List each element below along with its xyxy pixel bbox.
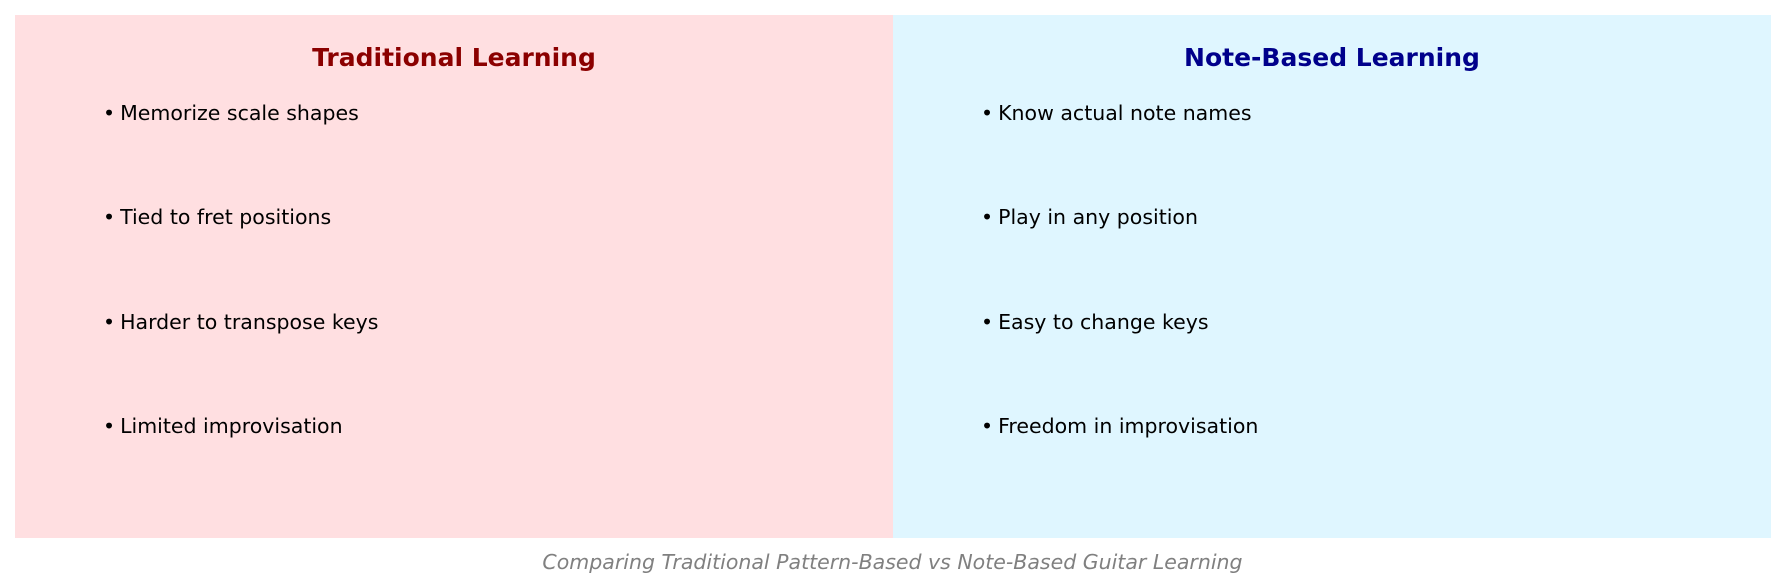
list-item: •Play in any position bbox=[981, 207, 1198, 228]
list-item: •Tied to fret positions bbox=[103, 207, 331, 228]
bullet-icon: • bbox=[981, 310, 994, 334]
bullet-icon: • bbox=[103, 101, 116, 125]
bullet-icon: • bbox=[103, 310, 116, 334]
note-based-learning-title: Note-Based Learning bbox=[1184, 43, 1480, 72]
list-item-text: Tied to fret positions bbox=[120, 205, 332, 229]
list-item-text: Know actual note names bbox=[998, 101, 1252, 125]
list-item-text: Play in any position bbox=[998, 205, 1198, 229]
bullet-icon: • bbox=[981, 414, 994, 438]
traditional-learning-panel: Traditional Learning •Memorize scale sha… bbox=[15, 15, 893, 538]
note-based-learning-panel: Note-Based Learning •Know actual note na… bbox=[893, 15, 1771, 538]
list-item-text: Easy to change keys bbox=[998, 310, 1209, 334]
list-item: •Memorize scale shapes bbox=[103, 103, 359, 124]
bullet-icon: • bbox=[103, 205, 116, 229]
bullet-icon: • bbox=[981, 205, 994, 229]
list-item-text: Memorize scale shapes bbox=[120, 101, 359, 125]
list-item: •Freedom in improvisation bbox=[981, 416, 1258, 437]
list-item: •Limited improvisation bbox=[103, 416, 343, 437]
traditional-learning-title: Traditional Learning bbox=[312, 43, 596, 72]
list-item: •Harder to transpose keys bbox=[103, 312, 378, 333]
list-item: •Easy to change keys bbox=[981, 312, 1209, 333]
list-item-text: Freedom in improvisation bbox=[998, 414, 1259, 438]
bullet-icon: • bbox=[981, 101, 994, 125]
list-item-text: Limited improvisation bbox=[120, 414, 343, 438]
list-item: •Know actual note names bbox=[981, 103, 1252, 124]
bullet-icon: • bbox=[103, 414, 116, 438]
figure-caption: Comparing Traditional Pattern-Based vs N… bbox=[542, 550, 1243, 574]
list-item-text: Harder to transpose keys bbox=[120, 310, 379, 334]
